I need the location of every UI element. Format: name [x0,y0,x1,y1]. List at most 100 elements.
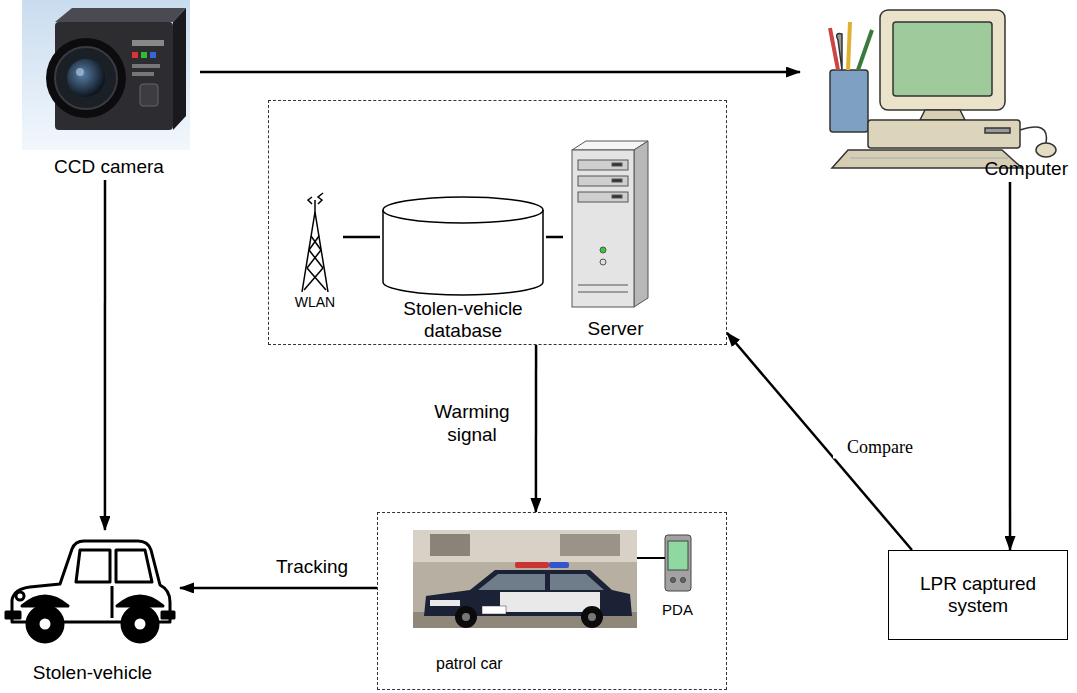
server-picture [578,285,628,286]
patrol-car-photo [462,613,470,621]
camera-picture [67,59,105,97]
wlan-tower [311,236,321,250]
patrol-car-photo [581,606,603,628]
camera-picture [55,8,186,22]
patrol-car-photo [478,574,545,590]
arrow-connector [104,180,107,530]
camera-picture [141,52,147,58]
wlan-tower [302,193,328,292]
arrow-connector [727,333,912,550]
patrol-car-photo [560,534,620,556]
camera-picture [173,8,186,130]
wlan-node: WLAN [287,200,343,310]
arrow-connector [180,587,377,590]
arrow-connector [546,236,563,239]
computer-picture [830,70,868,132]
patrol-car-photo [455,606,477,628]
camera-picture [132,64,160,68]
server-picture [572,141,648,307]
camera-picture [132,52,138,58]
arrow-connector [1009,182,1012,550]
pda-picture [668,541,688,570]
pda-wire [637,557,665,559]
wlan-tower [307,250,321,268]
patrol-car-photo [550,574,604,590]
computer-picture [837,34,842,70]
camera-picture [132,72,154,76]
wlan-tower [318,193,323,204]
camera-picture [132,40,164,46]
node-label: Server [588,318,644,340]
patrol-car-photo [413,530,637,562]
arrow-connector [535,345,538,512]
vehicle-picture [76,550,110,582]
computer-picture [1036,143,1056,157]
wlan-tower [307,268,326,290]
group-box: WLAN Stolen-vehicle database Server [268,100,727,345]
computer-picture [1020,127,1046,143]
server-picture [600,247,606,253]
camera-node: CCD camera [18,0,200,180]
computer-picture [848,22,850,70]
arrow-connector [343,236,380,239]
lpr-box: LPR captured system [888,550,1068,640]
vehicle-picture [27,606,63,642]
wlan-tower [308,197,312,204]
wlan-tower [309,236,319,250]
node-label: Computer [985,158,1068,180]
wlan-tower [314,200,316,212]
server-node: Server [563,140,668,340]
edge-label: Warming signal [423,400,522,446]
patrol-car-photo [549,562,569,568]
vehicle-picture [6,541,174,642]
server-picture [578,192,628,202]
camera-picture [55,47,117,109]
wlan-tower [309,250,323,268]
patrol-car-photo [424,570,632,616]
vehicle-picture [6,612,20,618]
computer-picture [868,120,1020,148]
camera-picture [76,68,84,76]
database-cylinder [383,210,543,223]
wlan-tower [304,268,323,290]
server-picture [612,195,622,198]
node-label: Stolen-vehicle database [380,298,546,342]
server-picture [612,163,622,166]
camera-picture [46,38,126,118]
server-picture [634,141,648,307]
camera-picture [22,0,190,150]
vehicle-picture [111,586,114,618]
camera-picture [140,84,158,106]
edge-label: Compare [833,436,927,459]
edge-label: Tracking [260,555,364,578]
node-label: patrol car [436,655,503,673]
database-cylinder [383,197,543,295]
patrol-car-photo [430,534,470,556]
node-label: WLAN [295,294,335,310]
server-picture [578,176,628,186]
vehicle-picture [16,592,24,600]
patrol-car-photo [482,606,506,614]
server-picture [600,259,606,265]
vehicle-picture [122,606,158,642]
computer-picture [893,22,992,96]
server-picture [612,179,622,182]
computer-picture [985,128,1010,133]
node-label: LPR captured system [911,573,1045,617]
camera-picture [22,0,190,150]
pda-picture [665,535,691,591]
patrol-car-photo [413,530,637,628]
patrol-car-photo [430,600,460,606]
server-picture [578,292,628,293]
computer-picture [850,158,1008,159]
vehicle-node: Stolen-vehicle [5,530,180,690]
server-picture [578,160,628,170]
pda-picture [681,578,686,583]
patrol-group: patrol carPDA [377,512,727,690]
node-label: CCD camera [54,156,164,178]
patrol-car-photo [413,530,637,628]
camera-picture [150,52,156,58]
computer-picture [920,110,965,120]
